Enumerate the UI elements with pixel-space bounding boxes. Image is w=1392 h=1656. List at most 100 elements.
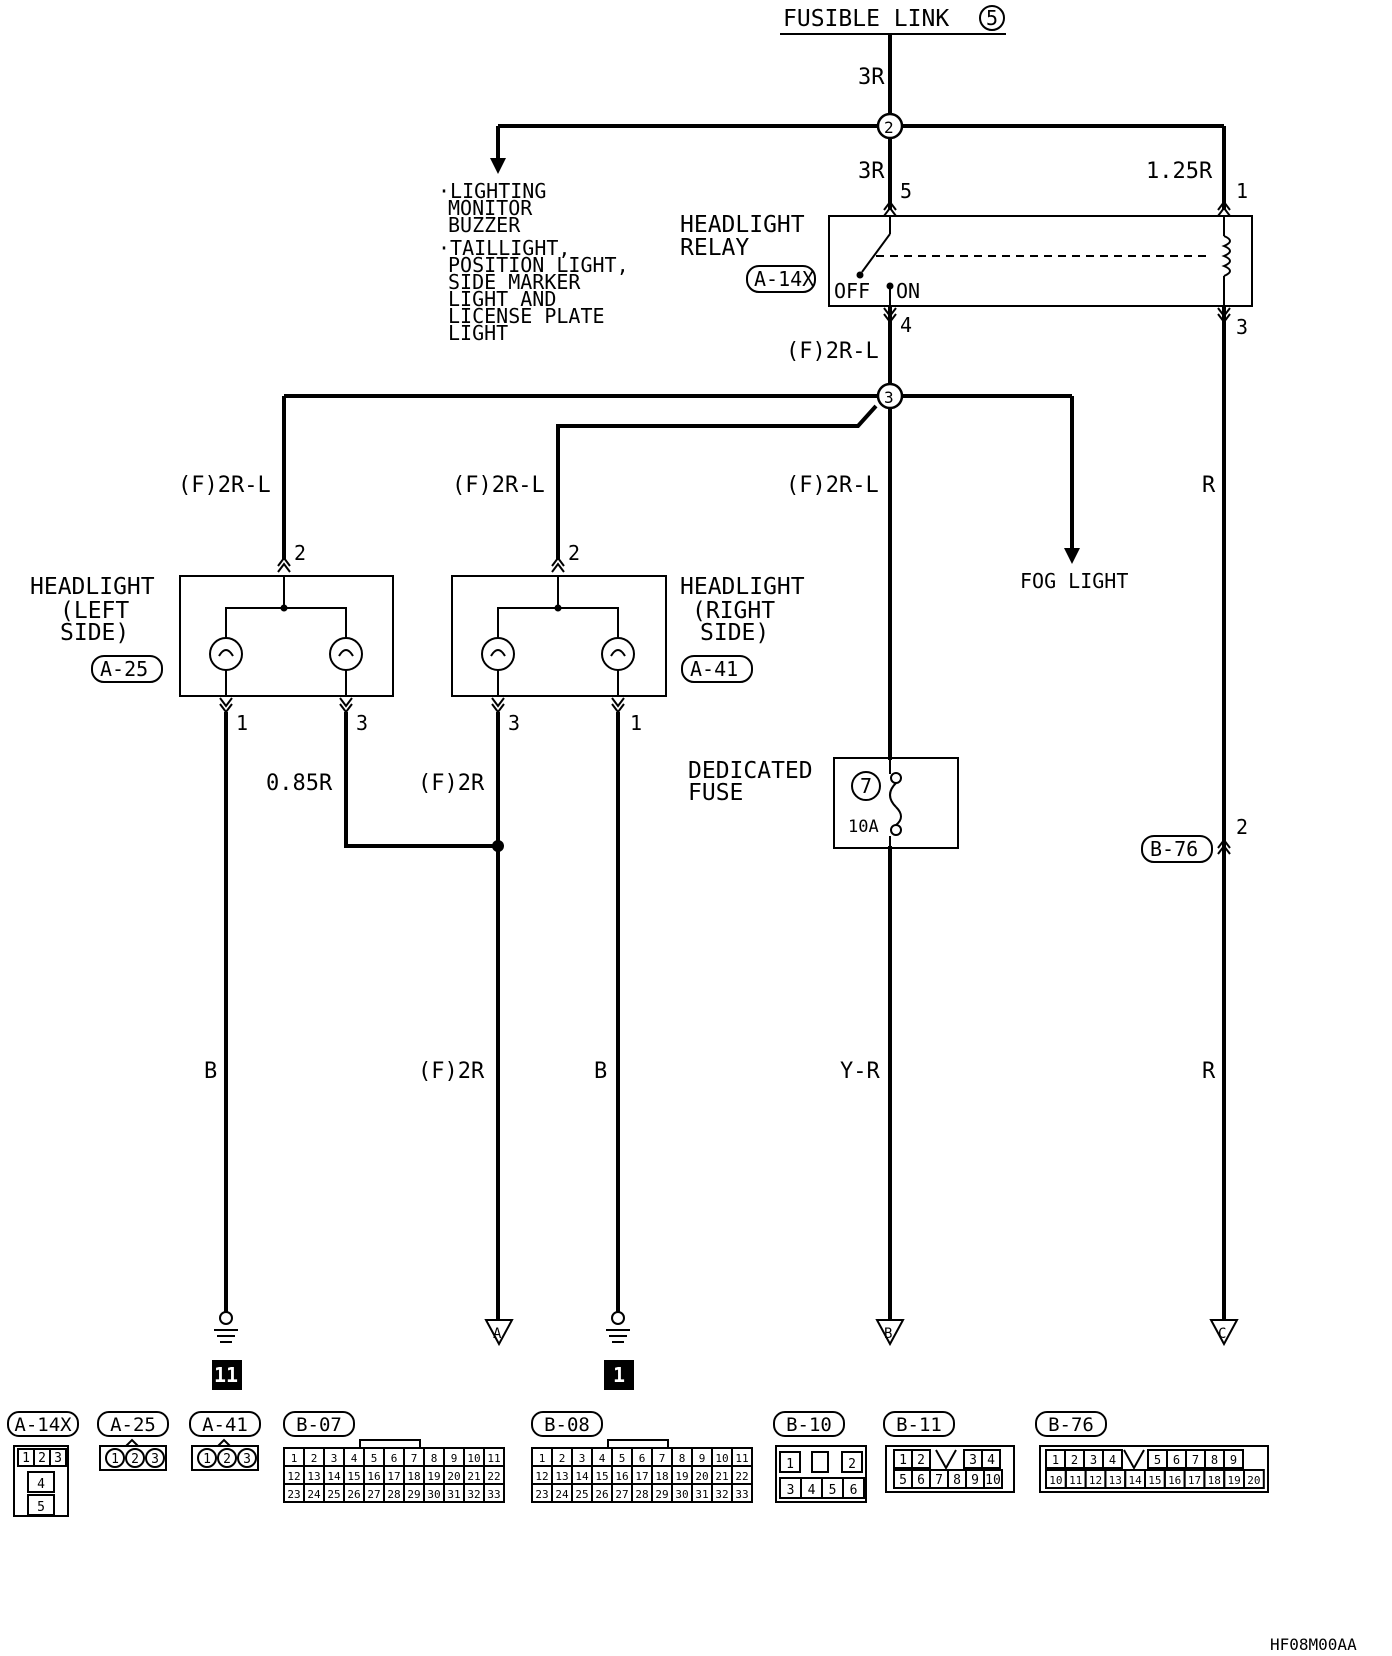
b08-row1-pin: 8 — [679, 1452, 686, 1465]
b76-row1a-pin: 1 — [1052, 1453, 1059, 1467]
a41-pin: 3 — [243, 1452, 251, 1467]
b76-row1b-pin: 9 — [1230, 1453, 1237, 1467]
svg-text:SIDE MARKER: SIDE MARKER — [448, 270, 581, 294]
b11-row2-pin: 10 — [985, 1473, 1001, 1488]
b08-face — [607, 1439, 669, 1449]
svg-text:HEADLIGHT: HEADLIGHT — [680, 212, 805, 238]
b08-row3-pin: 32 — [715, 1488, 728, 1501]
wire-label-to-c: R — [1202, 1059, 1216, 1084]
svg-text:B-10: B-10 — [786, 1414, 832, 1436]
b76-row1a-pin: 2 — [1071, 1453, 1078, 1467]
a25-pin: 2 — [131, 1452, 139, 1467]
b11-row1b-pin: 4 — [987, 1453, 995, 1468]
a14x-row1-pin: 2 — [38, 1451, 46, 1466]
svg-text:LICENSE PLATE: LICENSE PLATE — [448, 304, 605, 328]
b08-row1-pin: 7 — [659, 1452, 666, 1465]
b07-row1-pin: 5 — [371, 1452, 378, 1465]
b10-row2-pin: 5 — [829, 1483, 837, 1498]
connector-terminal-c: C — [1209, 1319, 1239, 1347]
b08-row3-pin: 26 — [595, 1488, 608, 1501]
svg-text:RELAY: RELAY — [680, 235, 749, 261]
svg-text:LIGHT AND: LIGHT AND — [448, 287, 556, 311]
a14x-row2: 4 — [27, 1471, 55, 1493]
svg-text:11: 11 — [214, 1363, 238, 1387]
relay-pin-4: 4 — [900, 313, 912, 337]
svg-text:C: C — [1218, 1326, 1226, 1342]
b08-row1-pin: 10 — [715, 1452, 728, 1465]
headlight-right-connector: A-41 — [690, 657, 738, 681]
svg-text:DEDICATED: DEDICATED — [688, 758, 813, 784]
headlight-left: HEADLIGHT (LEFT SIDE) A-25 — [30, 557, 394, 713]
b08-row2-pin: 15 — [595, 1470, 608, 1483]
svg-text:B-08: B-08 — [544, 1414, 590, 1436]
b08-row2-pin: 20 — [695, 1470, 708, 1483]
b76-inline-connector: B-76 2 — [1141, 815, 1248, 863]
b10-row2-pin: 6 — [850, 1483, 858, 1498]
b08-row2-pin: 16 — [615, 1470, 628, 1483]
a14x-label: A-14X — [7, 1411, 79, 1437]
b76-row2-pin: 19 — [1227, 1474, 1240, 1487]
diagram-code: HF08M00AA — [1270, 1635, 1357, 1654]
a25-label: A-25 — [97, 1411, 169, 1437]
b08-row2-pin: 14 — [575, 1470, 589, 1483]
b08-row3-pin: 28 — [635, 1488, 648, 1501]
b07-row2-pin: 12 — [287, 1470, 300, 1483]
b07-row1-pin: 8 — [431, 1452, 438, 1465]
svg-text:B-11: B-11 — [896, 1414, 942, 1436]
b07-row3-pin: 24 — [307, 1488, 321, 1501]
b08-row2-pin: 12 — [535, 1470, 548, 1483]
left-pin-2: 2 — [294, 541, 306, 565]
supply-wires — [490, 34, 1226, 210]
svg-text:LIGHT: LIGHT — [448, 321, 508, 345]
b07-row3-pin: 23 — [287, 1488, 300, 1501]
b10-face — [775, 1445, 867, 1503]
svg-text:HEADLIGHT: HEADLIGHT — [680, 574, 805, 600]
relay-output-wires — [282, 306, 1226, 1320]
connector-terminal-a: A — [484, 1319, 514, 1347]
svg-text:·TAILLIGHT,: ·TAILLIGHT, — [438, 236, 570, 260]
b10-label: B-10 — [773, 1411, 845, 1437]
b76-row1b-pin: 8 — [1211, 1453, 1218, 1467]
b07-row1-pin: 11 — [487, 1452, 500, 1465]
b08-row1-pin: 4 — [599, 1452, 606, 1465]
b07-row2-pin: 13 — [307, 1470, 320, 1483]
wire-label-coil-in: 1.25R — [1146, 159, 1213, 184]
svg-text:FUSE: FUSE — [688, 780, 743, 806]
b07-row3-pin: 28 — [387, 1488, 400, 1501]
b76-row2-pin: 10 — [1049, 1474, 1062, 1487]
b08-row3-pin: 27 — [615, 1488, 628, 1501]
svg-text:(RIGHT: (RIGHT — [692, 598, 775, 624]
b08-row1-pin: 2 — [559, 1452, 566, 1465]
a14x-row2-pin: 4 — [37, 1477, 45, 1492]
b10-row1a-pin: 1 — [786, 1457, 794, 1472]
fuse-rating: 10A — [848, 817, 879, 837]
a25-pin: 1 — [111, 1452, 119, 1467]
b11-face — [885, 1445, 1015, 1493]
b07-row1-pin: 4 — [351, 1452, 358, 1465]
b10-row2-pin: 4 — [808, 1483, 816, 1498]
b08-row1-pin: 6 — [639, 1452, 646, 1465]
wire-label-to-a: (F)2R — [418, 1059, 485, 1084]
b07-row1-pin: 9 — [451, 1452, 458, 1465]
b07-row3-pin: 27 — [367, 1488, 380, 1501]
wire-label-left3: 0.85R — [266, 771, 333, 796]
b11-row2-pin: 8 — [953, 1473, 961, 1488]
headlight-left-connector: A-25 — [100, 657, 148, 681]
b76-row2-pin: 14 — [1128, 1474, 1142, 1487]
b08-label: B-08 — [531, 1411, 603, 1437]
b07-label: B-07 — [283, 1411, 355, 1437]
headlight-output-wires — [224, 712, 620, 1320]
a41-pin: 1 — [203, 1452, 211, 1467]
b11-row2-pin: 6 — [917, 1473, 925, 1488]
b76-row2-pin: 18 — [1208, 1474, 1221, 1487]
a14x-row3-pin: 5 — [37, 1500, 45, 1515]
b11-row2-pin: 5 — [899, 1473, 907, 1488]
left-pin-3: 3 — [356, 711, 368, 735]
wire-label-relay-out: (F)2R-L — [786, 339, 879, 364]
